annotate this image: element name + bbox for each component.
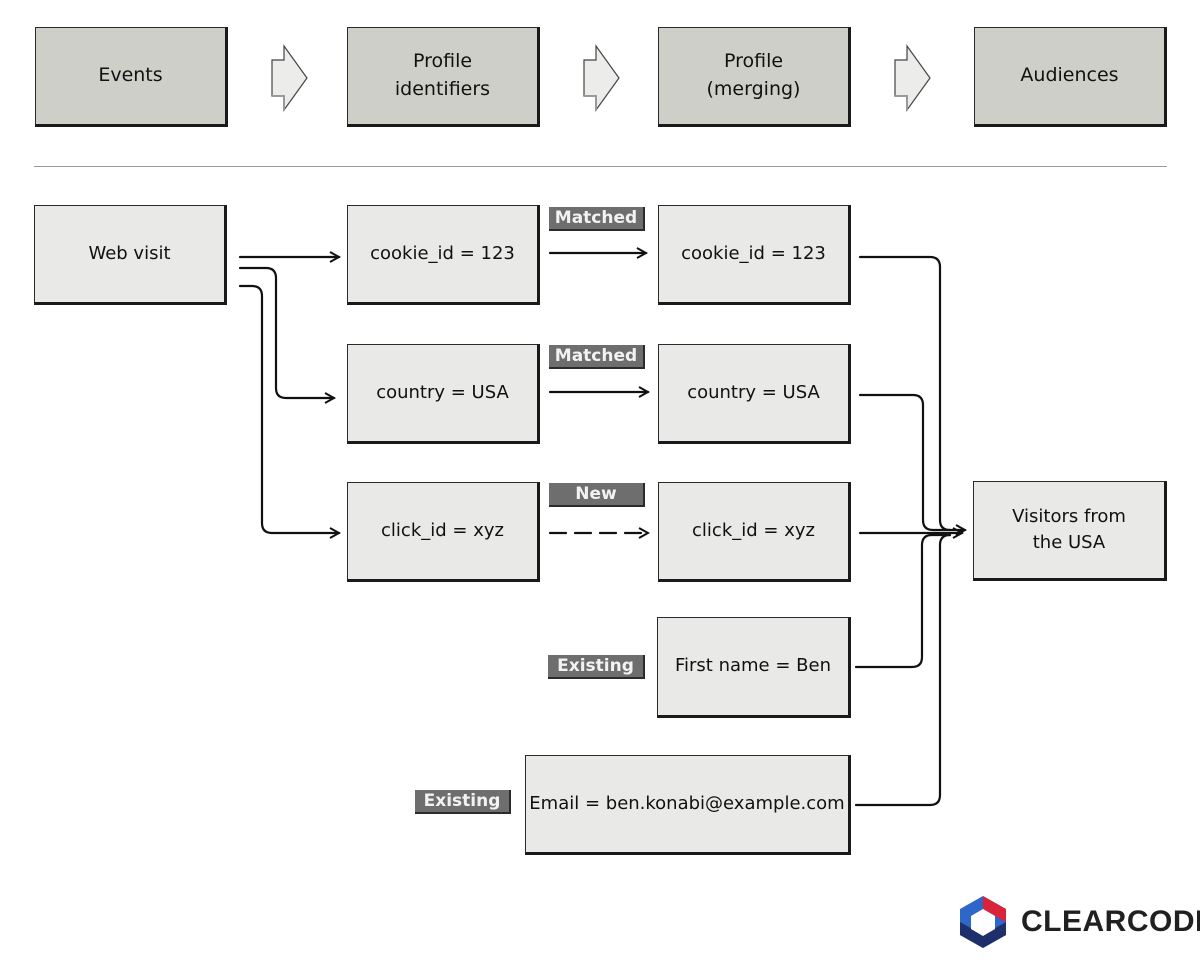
divider — [34, 166, 1167, 167]
stage-chevron-icon — [583, 44, 620, 112]
merged-attribute-box: country = USA — [658, 344, 851, 444]
merged-attribute-label: First name = Ben — [674, 655, 831, 677]
identifier-box: country = USA — [347, 344, 540, 444]
identifier-label: cookie_id = 123 — [370, 242, 515, 264]
clearcode-logo-text: CLEARCODE — [1021, 905, 1200, 938]
clearcode-logo: CLEARCODE — [955, 894, 1200, 950]
stage-label: Profile identifiers — [394, 50, 491, 100]
event-web-visit: Web visit — [34, 205, 227, 305]
merged-attribute-label: click_id = xyz — [692, 519, 815, 541]
status-tag-matched: Matched — [549, 207, 645, 231]
event-label: Web visit — [88, 242, 171, 264]
merged-attribute-label: country = USA — [687, 381, 820, 403]
merged-attribute-label: cookie_id = 123 — [681, 242, 826, 264]
identifier-label: click_id = xyz — [381, 519, 504, 541]
status-tag-new: New — [549, 483, 645, 507]
stage-label: Audiences — [1020, 64, 1119, 87]
audience-label: Visitors from the USA — [1012, 505, 1126, 553]
merged-attribute-label: Email = ben.konabi@example.com — [529, 792, 845, 814]
merged-attribute-box: First name = Ben — [657, 617, 851, 718]
stage-chevron-icon — [894, 44, 931, 112]
merged-attribute-box: Email = ben.konabi@example.com — [525, 755, 851, 855]
status-tag-existing: Existing — [415, 790, 511, 814]
identifier-label: country = USA — [376, 381, 509, 403]
merged-attribute-box: click_id = xyz — [658, 482, 851, 582]
status-tag-existing: Existing — [548, 655, 645, 679]
identifier-box: click_id = xyz — [347, 482, 540, 582]
stage-profile-merging: Profile (merging) — [658, 27, 851, 127]
identifier-box: cookie_id = 123 — [347, 205, 540, 305]
stage-profile-identifiers: Profile identifiers — [347, 27, 540, 127]
stage-label: Events — [98, 64, 163, 87]
stage-events: Events — [35, 27, 228, 127]
status-tag-matched: Matched — [549, 345, 645, 369]
merged-attribute-box: cookie_id = 123 — [658, 205, 851, 305]
stage-audiences: Audiences — [974, 27, 1167, 127]
stage-chevron-icon — [271, 44, 308, 112]
stage-label: Profile (merging) — [706, 50, 801, 100]
audience-box: Visitors from the USA — [973, 481, 1167, 581]
clearcode-logo-icon — [960, 896, 1006, 948]
